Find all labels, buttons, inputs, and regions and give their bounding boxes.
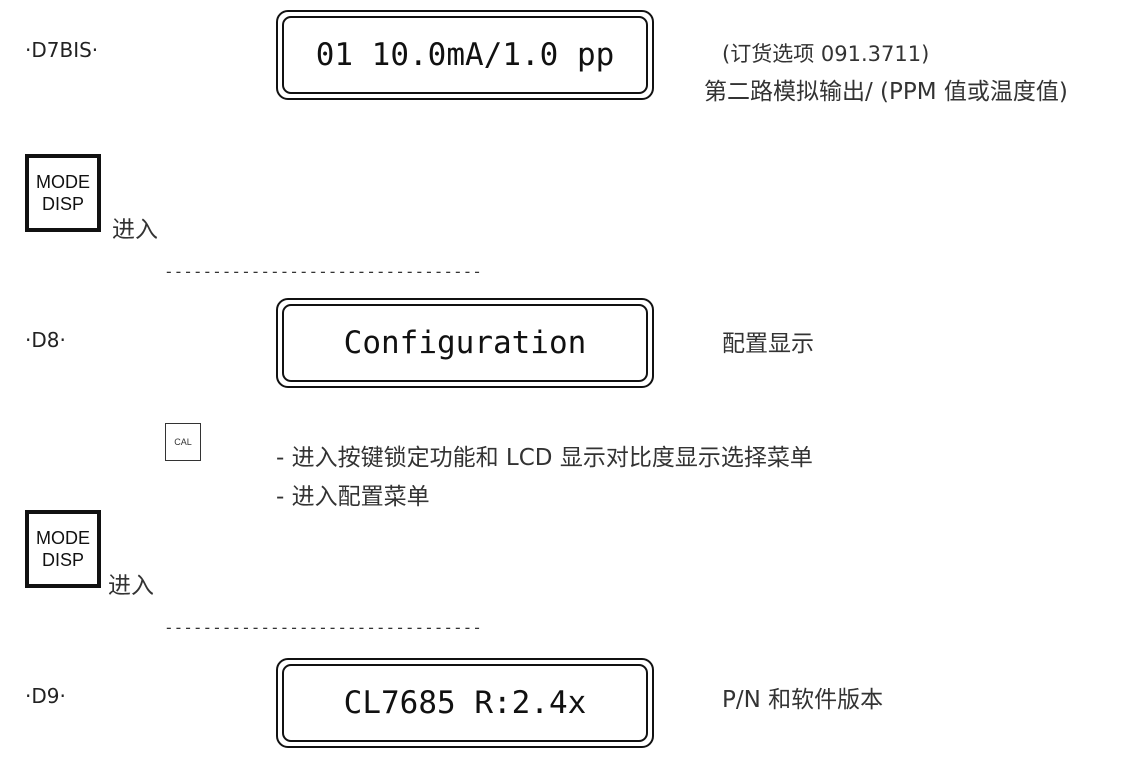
mode-disp-key[interactable]: MODE DISP: [25, 154, 101, 232]
key-label-disp: DISP: [41, 550, 84, 570]
cal-key[interactable]: CAL: [165, 423, 201, 461]
enter-text: 进入: [112, 217, 158, 243]
lcd-display-d8: Configuration: [276, 298, 654, 388]
lcd-display-d7bis: 01 10.0mA/1.0 pp: [276, 10, 654, 100]
key-label-mode: MODE: [36, 172, 90, 192]
cal-action-keylock-lcd: - 进入按键锁定功能和 LCD 显示对比度显示选择菜单: [276, 445, 813, 471]
separator-line: ---------------------------------: [164, 262, 482, 281]
note-pn-software-version: P/N 和软件版本: [722, 687, 884, 713]
cal-action-config-menu: - 进入配置菜单: [276, 484, 430, 510]
enter-text: 进入: [108, 573, 154, 599]
note-order-option: (订货选项 091.3711): [722, 42, 930, 66]
key-label-mode: MODE: [36, 528, 90, 548]
step-label-d9: ·D9·: [25, 684, 66, 708]
lcd-text-d9: CL7685 R:2.4x: [282, 664, 648, 742]
mode-disp-key[interactable]: MODE DISP: [25, 510, 101, 588]
separator-line: ---------------------------------: [164, 618, 482, 637]
step-label-d8: ·D8·: [25, 328, 66, 352]
note-second-analog-output: 第二路模拟输出/ (PPM 值或温度值): [704, 79, 1068, 105]
step-label-d7bis: ·D7BIS·: [25, 38, 99, 62]
lcd-text-d8: Configuration: [282, 304, 648, 382]
lcd-text-d7bis: 01 10.0mA/1.0 pp: [282, 16, 648, 94]
key-label-disp: DISP: [41, 194, 84, 214]
note-configuration-display: 配置显示: [722, 331, 814, 357]
lcd-display-d9: CL7685 R:2.4x: [276, 658, 654, 748]
